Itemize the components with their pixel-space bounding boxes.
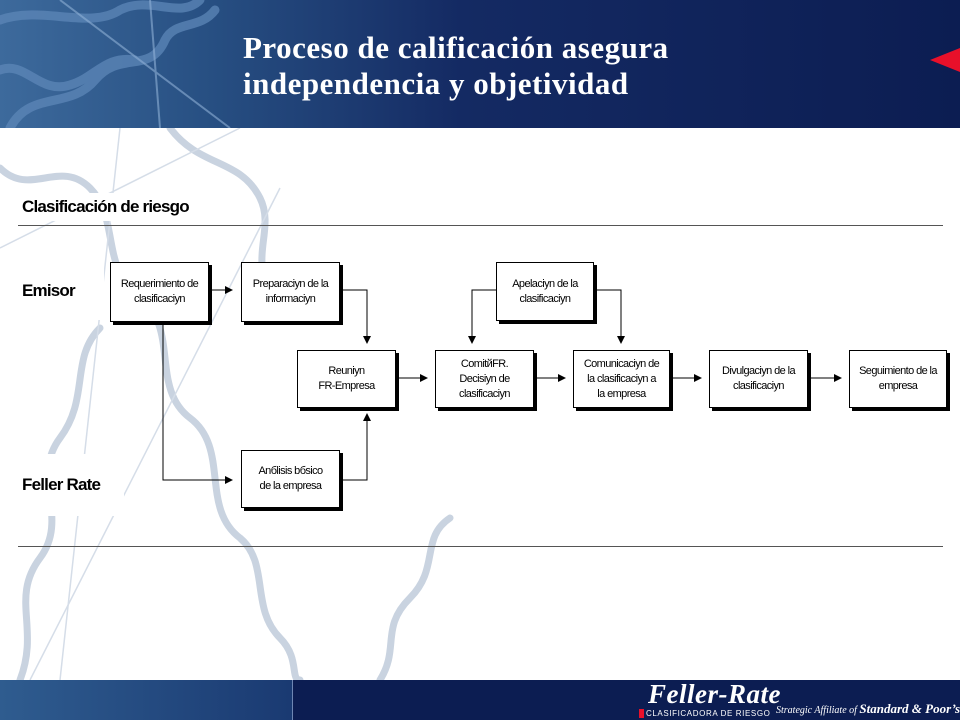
box-analisis-basico: Anбlisis bбsico de la empresa	[241, 450, 340, 508]
connector-requerimiento-analisis	[162, 323, 233, 484]
box-line: informaciyn	[265, 293, 316, 305]
box-line: clasificaciyn	[733, 380, 784, 392]
row-label-feller-rate: Feller Rate	[12, 454, 124, 516]
box-line: la clasificaciyn a	[587, 372, 656, 385]
box-comunicacion-empresa: Comunicaciyn de la clasificaciyn a la empr…	[573, 350, 670, 408]
logo-red-mark	[639, 709, 644, 718]
section-title: Clasificación de riesgo	[20, 193, 218, 221]
box-line: Reuniyn	[328, 365, 365, 377]
box-seguimiento-empresa: Seguimiento de la empresa	[849, 350, 947, 408]
box-line: empresa	[878, 380, 918, 392]
slide-title-line-1: Proceso de calificación asegura	[243, 30, 669, 65]
box-line: clasificaciyn	[134, 293, 185, 305]
connector-apelacion-comite	[468, 289, 496, 344]
slide-title-line-2: independencia y objetividad	[243, 66, 629, 101]
box-line: Anбlisis bбsico	[258, 465, 323, 477]
box-line: clasificaciyn	[459, 387, 510, 400]
row-label-emisor: Emisor	[12, 262, 104, 320]
top-divider	[18, 225, 943, 226]
box-line: Comunicaciyn de	[583, 357, 660, 370]
connector-apelacion-comunicacion	[594, 289, 625, 344]
box-divulgacion-clasificacion: Divulgaciyn de la clasificaciyn	[709, 350, 808, 408]
affiliate-prefix: Strategic Affiliate of	[776, 705, 857, 716]
box-line: de la empresa	[259, 480, 323, 492]
footer-bar: Feller-Rate CLASIFICADORA DE RIESGO Stra…	[0, 680, 960, 720]
bottom-divider	[18, 546, 943, 547]
box-preparacion-informacion: Preparaciyn de la informaciyn	[241, 262, 340, 322]
connector-preparacion-reunion	[340, 289, 371, 344]
footer-divider	[292, 680, 293, 720]
header-map-decoration	[0, 0, 231, 128]
box-line: Divulgaciyn de la	[722, 365, 796, 377]
box-line: Preparaciyn de la	[252, 278, 329, 290]
footer-left-panel	[0, 680, 292, 720]
affiliate-text: Strategic Affiliate of Standard & Poor’s	[776, 702, 960, 718]
logo-subtitle: CLASIFICADORA DE RIESGO	[646, 709, 771, 718]
box-requerimiento-clasificacion: Requerimiento de clasificaciyn	[110, 262, 209, 322]
box-line: FR-Empresa	[318, 380, 375, 392]
connector-analisis-reunion	[340, 413, 371, 481]
box-line: Decisiyn de	[459, 372, 510, 385]
box-line: Apelaciyn de la	[512, 277, 578, 290]
box-line: ComitйFR.	[460, 357, 509, 370]
box-line: la empresa	[597, 387, 646, 400]
header-banner: Proceso de calificación asegura independ…	[0, 0, 960, 128]
box-apelacion-clasificacion: Apelaciyn de la clasificaciyn	[496, 262, 594, 321]
left-triangle-arrow-icon[interactable]	[930, 48, 960, 72]
box-line: Requerimiento de	[120, 278, 199, 290]
slide-title: Proceso de calificación asegura independ…	[243, 30, 883, 102]
feller-rate-logo: Feller-Rate	[648, 680, 781, 709]
box-line: Seguimiento de la	[859, 365, 937, 377]
box-comite-decision: ComitйFR. Decisiyn de clasificaciyn	[435, 350, 534, 408]
box-line: clasificaciyn	[519, 292, 571, 305]
affiliate-name: Standard & Poor’s	[859, 701, 960, 716]
